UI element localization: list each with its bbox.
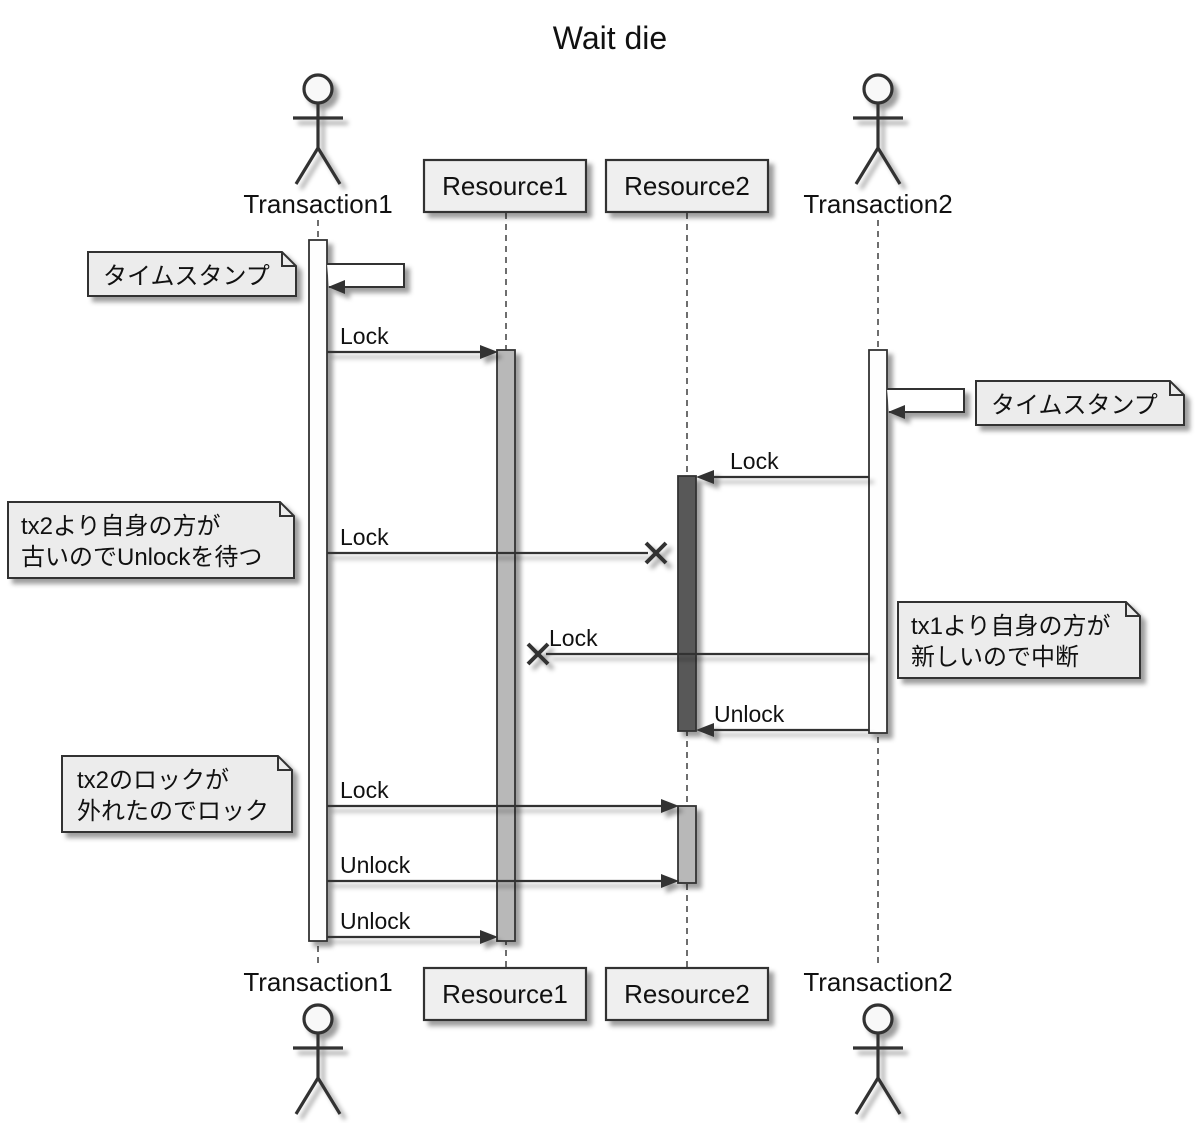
activation-transaction1 — [308, 239, 328, 942]
diagram-title: Wait die — [553, 20, 667, 56]
self-messages — [327, 263, 965, 419]
participant-label-resource2-bottom: Resource2 — [624, 979, 750, 1009]
note-fold-icon — [279, 502, 294, 517]
activation-resource1-locked-by-tx1 — [496, 349, 516, 942]
self-message-timestamp-tx1 — [327, 263, 405, 288]
participant-box-resource1-bottom — [422, 966, 588, 1022]
notes — [7, 251, 1185, 833]
arrowhead-right-icon — [661, 874, 679, 888]
self-message-tx1-arrowhead-icon — [328, 280, 345, 294]
actor-transaction1-bottom-icon — [293, 1003, 343, 1115]
arrowhead-left-icon — [696, 470, 714, 484]
participant-label-resource1-bottom: Resource1 — [442, 979, 568, 1009]
message-label: Lock — [340, 323, 389, 349]
note-text: タイムスタンプ — [991, 392, 1158, 419]
participant-label-resource1-top: Resource1 — [442, 171, 568, 201]
participant-label-transaction2-top: Transaction2 — [803, 189, 952, 219]
note-text: 古いのでUnlockを待つ — [21, 544, 262, 571]
note-timestamp-left — [87, 251, 297, 297]
message-label: Lock — [549, 625, 598, 651]
actor-transaction1-top-icon — [293, 73, 343, 185]
activation-resource2-locked-by-tx1 — [677, 805, 697, 884]
arrowhead-right-icon — [661, 799, 679, 813]
note-relock-reason — [61, 755, 293, 833]
note-texts: タイムスタンプ タイムスタンプ tx2より自身の方が 古いのでUnlockを待つ… — [21, 263, 1158, 825]
message-label: Lock — [730, 448, 779, 474]
blocked-x-icon — [644, 541, 668, 565]
note-text: tx2より自身の方が — [21, 513, 221, 540]
note-wait-reason — [7, 501, 295, 579]
message-label: Unlock — [340, 852, 411, 878]
note-text: tx1より自身の方が — [911, 613, 1111, 640]
activation-resource2-locked-by-tx2 — [677, 475, 697, 732]
note-die-reason — [897, 601, 1141, 679]
actor-transaction2-top-icon — [853, 73, 903, 185]
arrowhead-right-icon — [480, 345, 498, 359]
note-timestamp-right — [975, 380, 1185, 426]
message-labels: Lock Lock Lock Lock Unlock Lock Unlock U… — [340, 323, 785, 934]
participant-boxes-top — [422, 158, 770, 214]
message-arrows — [327, 345, 869, 944]
self-message-timestamp-tx2 — [887, 388, 965, 413]
note-text: tx2のロックが — [77, 767, 229, 794]
participant-box-resource2-top — [604, 158, 770, 214]
note-fold-icon — [1169, 381, 1184, 396]
arrowhead-left-icon — [696, 723, 714, 737]
message-label: Unlock — [340, 908, 411, 934]
note-fold-icon — [1125, 602, 1140, 617]
participant-labels: Transaction1 Resource1 Resource2 Transac… — [243, 171, 952, 1009]
activation-transaction2 — [868, 349, 888, 734]
participant-box-resource1-top — [422, 158, 588, 214]
participant-label-transaction1-bottom: Transaction1 — [243, 967, 392, 997]
participant-label-transaction1-top: Transaction1 — [243, 189, 392, 219]
arrowhead-right-icon — [480, 930, 498, 944]
activation-bars — [308, 239, 888, 942]
note-text: 新しいので中断 — [911, 644, 1079, 671]
participant-label-transaction2-bottom: Transaction2 — [803, 967, 952, 997]
note-text: 外れたのでロック — [77, 798, 269, 825]
note-fold-icon — [277, 756, 292, 771]
message-label: Lock — [340, 777, 389, 803]
participant-label-resource2-top: Resource2 — [624, 171, 750, 201]
self-message-tx2-arrowhead-icon — [888, 405, 905, 419]
note-fold-icon — [281, 252, 296, 267]
message-label: Unlock — [714, 701, 785, 727]
message-label: Lock — [340, 524, 389, 550]
actors — [293, 73, 903, 1115]
participant-box-resource2-bottom — [604, 966, 770, 1022]
actor-transaction2-bottom-icon — [853, 1003, 903, 1115]
note-text: タイムスタンプ — [103, 263, 270, 290]
participant-boxes-bottom — [422, 966, 770, 1022]
blocked-x-icon — [526, 642, 550, 666]
